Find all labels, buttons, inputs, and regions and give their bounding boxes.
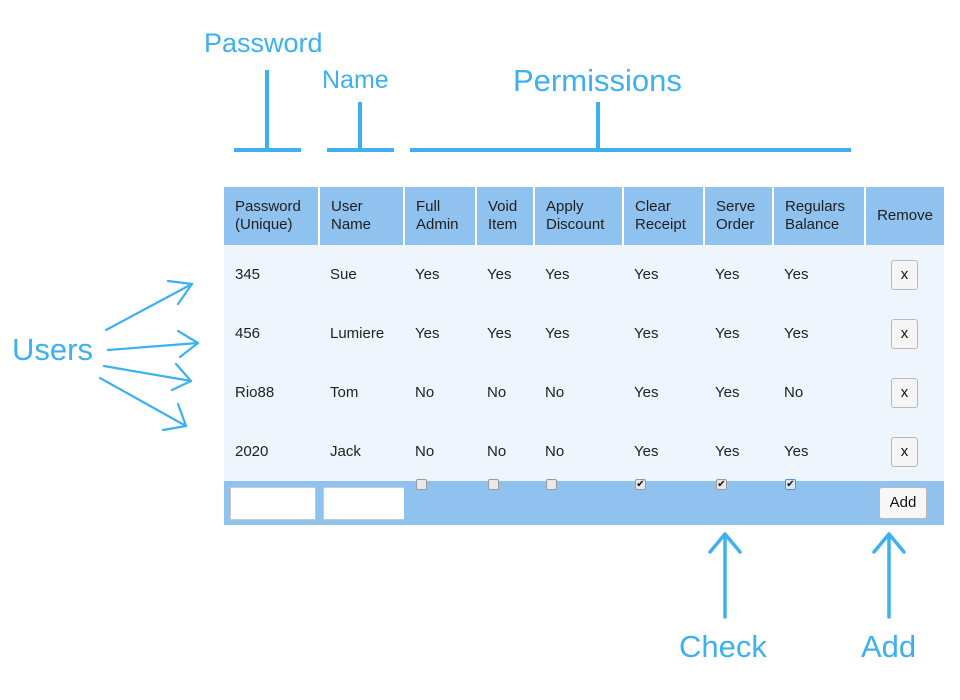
cell-password: 2020	[224, 422, 319, 481]
cell-clear-receipt: Yes	[623, 245, 704, 304]
cell-void-item: Yes	[476, 245, 534, 304]
cell-remove: x	[865, 245, 944, 304]
table-row: Rio88 Tom No No No Yes Yes No x	[224, 363, 944, 422]
cell-serve-order: Yes	[704, 422, 773, 481]
check-arrow-icon	[708, 532, 742, 619]
void-item-checkbox[interactable]	[488, 478, 499, 490]
cell-new-password	[224, 481, 319, 525]
cell-full-admin: No	[404, 363, 476, 422]
permissions-bracket-base	[410, 148, 851, 152]
cell-clear-receipt: Yes	[623, 363, 704, 422]
cell-new-clear-receipt: ✔	[623, 478, 704, 525]
cell-password: Rio88	[224, 363, 319, 422]
new-password-input[interactable]	[230, 486, 316, 520]
cell-apply-discount: No	[534, 422, 623, 481]
remove-user-button[interactable]: x	[891, 377, 918, 408]
cell-user-name: Lumiere	[319, 304, 404, 363]
regulars-balance-checkbox[interactable]: ✔	[785, 478, 796, 490]
cell-add: Add	[865, 481, 944, 525]
header-password: Password(Unique)	[224, 187, 319, 245]
permissions-bracket-stem	[596, 102, 600, 152]
add-user-button[interactable]: Add	[879, 487, 927, 519]
permissions-annotation: Permissions	[513, 63, 682, 98]
cell-password: 456	[224, 304, 319, 363]
cell-new-apply-discount	[534, 478, 623, 525]
add-annotation: Add	[861, 629, 917, 664]
cell-user-name: Tom	[319, 363, 404, 422]
cell-serve-order: Yes	[704, 363, 773, 422]
users-annotation: Users	[12, 332, 93, 367]
new-user-name-input[interactable]	[323, 486, 409, 520]
remove-user-button[interactable]: x	[891, 436, 918, 467]
users-arrow-4-icon	[98, 376, 188, 432]
name-annotation: Name	[322, 66, 389, 94]
cell-apply-discount: Yes	[534, 304, 623, 363]
cell-regulars-balance: No	[773, 363, 865, 422]
users-arrow-2-icon	[106, 329, 200, 359]
clear-receipt-checkbox[interactable]: ✔	[635, 478, 646, 490]
apply-discount-checkbox[interactable]	[546, 478, 557, 490]
remove-user-button[interactable]: x	[891, 318, 918, 349]
cell-void-item: Yes	[476, 304, 534, 363]
table-row: 345 Sue Yes Yes Yes Yes Yes Yes x	[224, 245, 944, 304]
cell-new-name	[319, 481, 409, 525]
cell-new-serve-order: ✔	[704, 478, 773, 525]
cell-full-admin: No	[404, 422, 476, 481]
cell-clear-receipt: Yes	[623, 304, 704, 363]
cell-void-item: No	[476, 422, 534, 481]
check-annotation: Check	[679, 629, 767, 664]
remove-user-button[interactable]: x	[891, 259, 918, 290]
cell-serve-order: Yes	[704, 245, 773, 304]
cell-full-admin: Yes	[404, 304, 476, 363]
full-admin-checkbox[interactable]	[416, 478, 427, 490]
cell-full-admin: Yes	[404, 245, 476, 304]
header-remove: Remove	[864, 187, 944, 245]
cell-serve-order: Yes	[704, 304, 773, 363]
cell-remove: x	[865, 422, 944, 481]
users-arrow-3-icon	[102, 362, 193, 392]
users-arrow-1-icon	[104, 279, 194, 332]
cell-new-void-item	[476, 478, 534, 525]
password-bracket-base	[234, 148, 301, 152]
cell-apply-discount: No	[534, 363, 623, 422]
password-annotation: Password	[204, 28, 323, 58]
password-bracket-stem	[265, 70, 269, 152]
cell-remove: x	[865, 363, 944, 422]
cell-regulars-balance: Yes	[773, 304, 865, 363]
serve-order-checkbox[interactable]: ✔	[716, 478, 727, 490]
name-bracket-base	[327, 148, 394, 152]
cell-regulars-balance: Yes	[773, 245, 865, 304]
cell-void-item: No	[476, 363, 534, 422]
cell-regulars-balance: Yes	[773, 422, 865, 481]
cell-password: 345	[224, 245, 319, 304]
name-bracket-stem	[358, 102, 362, 152]
cell-new-regulars-balance: ✔	[773, 478, 865, 525]
cell-user-name: Sue	[319, 245, 404, 304]
cell-user-name: Jack	[319, 422, 404, 481]
cell-new-full-admin	[404, 478, 476, 525]
add-arrow-icon	[872, 532, 906, 619]
table-row: 456 Lumiere Yes Yes Yes Yes Yes Yes x	[224, 304, 944, 363]
add-user-row: ✔ ✔ ✔ Add	[224, 478, 944, 525]
table-row: 2020 Jack No No No Yes Yes Yes x	[224, 422, 944, 481]
cell-apply-discount: Yes	[534, 245, 623, 304]
cell-remove: x	[865, 304, 944, 363]
cell-clear-receipt: Yes	[623, 422, 704, 481]
